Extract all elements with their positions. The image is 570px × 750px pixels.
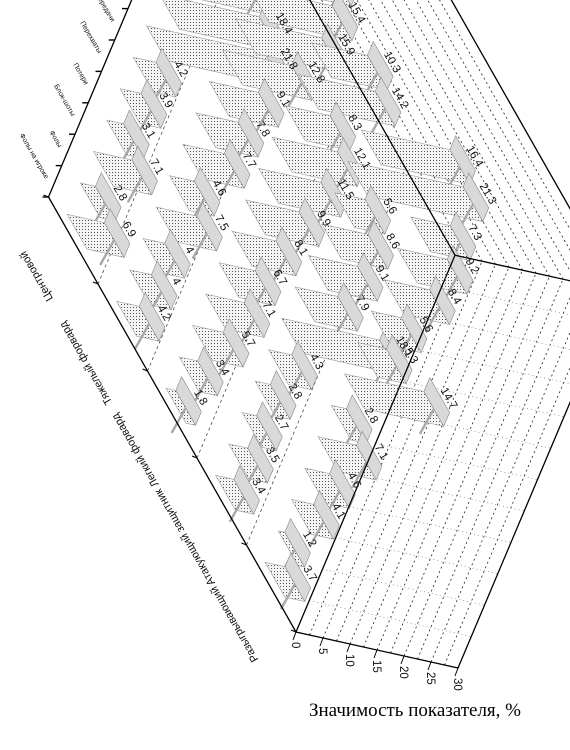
floor-grid-line: [375, 443, 538, 480]
bar: [383, 275, 456, 333]
bar: [304, 459, 356, 517]
bar: [205, 288, 271, 346]
floor-grid-line: [309, 600, 472, 637]
category-label: Центровой: [18, 249, 56, 303]
bar: [228, 433, 274, 492]
floor-grid: [295, 255, 570, 669]
floor-grid-line: [349, 267, 510, 645]
floor-grid-line: [363, 270, 523, 648]
bar: [321, 219, 394, 278]
back-grid-line: [332, 0, 483, 262]
back-grid-line: [439, 0, 570, 231]
bar: [268, 340, 318, 398]
floor-grid-line: [444, 366, 570, 666]
bar: [347, 160, 490, 230]
floor-grid-line: [335, 537, 498, 575]
series-label: Фолы на игроке: [18, 133, 50, 181]
category-label: Легкий форвард: [109, 411, 161, 489]
category-label: Атакующий защитник: [153, 486, 218, 587]
bar: [311, 40, 394, 99]
bar: [317, 430, 383, 489]
tick-label: 30: [451, 678, 463, 691]
bar: [231, 226, 303, 285]
bar: [155, 201, 223, 260]
bar: [195, 107, 265, 166]
bar: [66, 208, 131, 266]
floor-grid-line: [430, 331, 570, 663]
wall-grid-line: [97, 0, 219, 285]
bar: [307, 251, 384, 310]
floor-grid-line: [403, 279, 564, 657]
bar: [116, 291, 166, 350]
series-label: Передачи: [94, 0, 116, 23]
bar: [254, 370, 297, 428]
back-grid-line: [368, 0, 523, 271]
tick-label: 5: [316, 648, 328, 654]
bar: [258, 167, 347, 226]
bar: [165, 376, 202, 434]
category-label: Тяжелый форвард: [57, 319, 115, 407]
bar: [178, 346, 224, 404]
series-label: Перехваты: [79, 20, 103, 54]
back-grid-line: [403, 0, 564, 280]
bar: [245, 197, 325, 255]
tick-label: 25: [424, 672, 436, 685]
bar: [291, 489, 340, 548]
bar: [93, 145, 158, 204]
back-grid-line: [415, 0, 570, 272]
tick-label: 20: [397, 666, 409, 679]
back-grid-line: [427, 0, 570, 251]
value-axis-ticks: 0 5 10 15 20 25 30: [289, 631, 463, 691]
bar: [215, 464, 260, 523]
tick-label: 0: [289, 642, 301, 648]
bar: [119, 78, 168, 137]
axis-line: [454, 254, 570, 282]
floor-grid-line: [415, 349, 570, 385]
back-grid-line: [356, 0, 510, 268]
value-axis-title: Значимость показателя, %: [308, 700, 521, 721]
tick-label: 10: [343, 654, 355, 667]
bar: [264, 552, 312, 610]
category-label: Разыгрывающий: [208, 584, 261, 664]
series-label: Потери: [71, 62, 89, 86]
back-grid-line: [391, 0, 550, 277]
back-grid-line: [380, 0, 537, 274]
data-labels: 19.713.210.113.718.421.84.23.93.17.12.86…: [111, 0, 499, 584]
bar: [182, 139, 251, 197]
floor-grid-line: [336, 264, 496, 642]
back-grid-line: [321, 0, 469, 259]
series-label: Блок-шоты: [52, 83, 76, 117]
tick-label: 15: [370, 660, 382, 673]
bar: [370, 303, 428, 361]
floor-grid-line: [417, 296, 570, 660]
floor-grid-line: [376, 273, 537, 651]
bar: [192, 317, 250, 376]
floor-grid-line: [322, 261, 483, 639]
series-label: Фолы: [48, 130, 63, 149]
bar: [360, 129, 476, 193]
bars-layer: [66, 0, 490, 610]
